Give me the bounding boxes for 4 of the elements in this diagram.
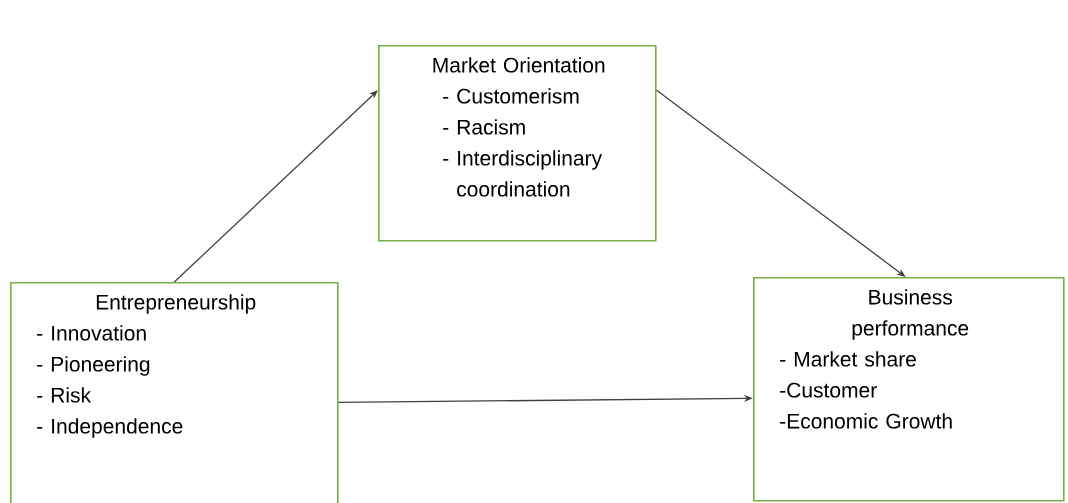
arrow xyxy=(173,90,378,283)
text-box: Entrepreneurship - Innovation - Pioneering - Risk - Independence xyxy=(10,282,339,503)
text-box: Business performance - Market share -Customer -Economic Growth xyxy=(753,277,1065,502)
text-box: Market Orientation - Customerism - Racism - Interdisciplinary coordination xyxy=(378,45,657,242)
